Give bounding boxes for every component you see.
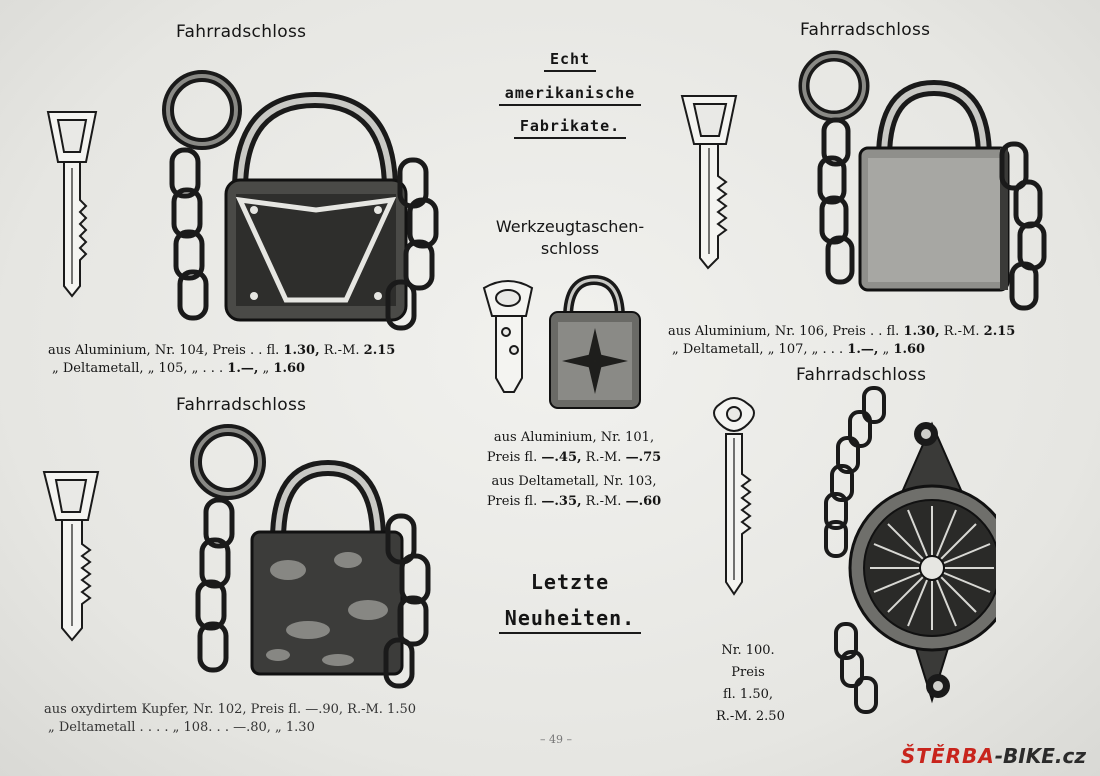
title-amerikanische: amerikanische	[462, 84, 678, 106]
key-icon	[680, 95, 738, 270]
werkzeugtaschenschloss-heading: Werkzeugtaschen- schloss	[495, 217, 645, 258]
caption-lock-104: aus Aluminium, Nr. 104, Preis . . fl. 1.…	[48, 343, 396, 376]
title-echt: Echt	[470, 50, 670, 72]
caption-lock-102: aus oxydirtem Kupfer, Nr. 102, Preis fl.…	[44, 702, 417, 735]
padlock-100-illustration	[713, 386, 996, 714]
key-icon	[42, 471, 100, 642]
heading-top-left: Fahrradschloss	[176, 22, 307, 42]
caption-lock-100: Nr. 100. Preis fl. 1.50, R.-M. 2.50	[716, 643, 785, 724]
caption-lock-106: aus Aluminium, Nr. 106, Preis . . fl. 1.…	[668, 324, 1016, 357]
watermark-logo: ŠTĚRBA-BIKE.cz	[900, 744, 1086, 768]
key-icon	[482, 280, 534, 393]
padlock-106-illustration	[680, 50, 1047, 311]
heading-top-right: Fahrradschloss	[800, 20, 931, 40]
heading-mid-right: Fahrradschloss	[796, 365, 927, 385]
title-letzte: Letzte	[530, 570, 610, 594]
caption-lock-101: aus Aluminium, Nr. 101, Preis fl. —.45, …	[486, 430, 662, 509]
page-number: – 49 –	[540, 733, 572, 746]
padlock-102-illustration	[42, 424, 431, 689]
key-icon	[713, 397, 755, 596]
padlock-101-illustration	[482, 274, 641, 409]
key-icon	[46, 111, 98, 298]
heading-mid-left: Fahrradschloss	[176, 395, 307, 415]
padlock-104-illustration	[46, 70, 439, 331]
title-fabrikate: Fabrikate.	[470, 117, 670, 139]
title-neuheiten: Neuheiten.	[470, 606, 670, 634]
